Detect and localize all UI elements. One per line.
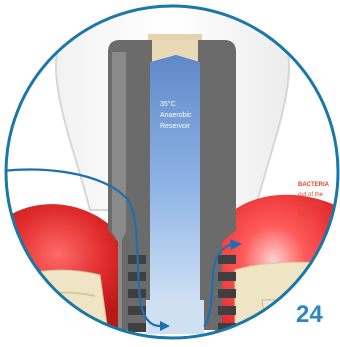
gum-left: [0, 204, 125, 330]
side-note-line3: Inflamma...: [298, 202, 328, 208]
bone-right: [235, 262, 340, 347]
page-number: 24: [296, 301, 323, 328]
reservoir-base: [146, 300, 204, 334]
anaerobic-reservoir: [150, 55, 200, 322]
side-note-line1: BACTERIA: [298, 182, 330, 188]
crown-top: [148, 34, 202, 40]
reservoir-label-line2: Anaerobic: [160, 112, 192, 119]
side-note-line2: out of the: [298, 192, 324, 198]
reservoir-label-line3: Reservoir: [160, 123, 191, 130]
bone-left: [0, 270, 110, 347]
side-note-line4: lesions.: [298, 212, 319, 218]
reservoir-label-line1: 35°C: [160, 100, 176, 108]
